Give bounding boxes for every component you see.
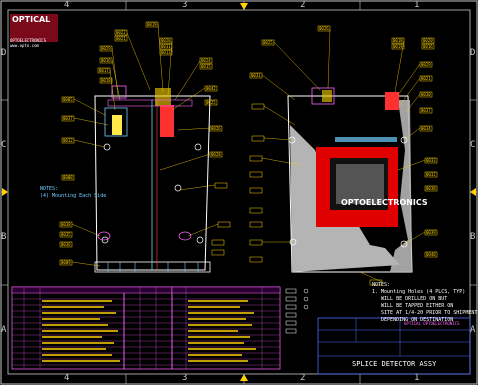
callout-label: 0037: [63, 116, 73, 121]
logo-subtitle: OPTOELECTRONICS: [10, 38, 47, 43]
grid-right-d: D: [470, 48, 476, 58]
grid-bottom-2: 2: [300, 373, 306, 383]
parts-list-right: [171, 286, 281, 370]
callout-label: 0029: [421, 62, 431, 67]
logo-brand: OPTICAL: [12, 15, 51, 24]
callout-label: 0031: [161, 44, 171, 49]
callout-label: 0019: [393, 44, 403, 49]
callout-label: 0008: [63, 175, 73, 180]
callout-label: 0021: [421, 76, 431, 81]
callout-label: 0021: [116, 36, 126, 41]
logo-url: www.opto.com: [10, 43, 39, 48]
callout-label: 0039: [426, 230, 436, 235]
parts-list-left: [11, 286, 173, 370]
grid-left-d: D: [1, 48, 7, 58]
drawing-title: SPLICE DETECTOR ASSY: [352, 360, 437, 368]
symbol-column: [285, 288, 309, 334]
callout-label: 0009: [61, 260, 71, 265]
callout-label: 0026: [211, 126, 221, 131]
board-label: OPTOELECTRONICS: [341, 198, 428, 207]
callout-label: 0020: [161, 38, 171, 43]
callout-label: 0022: [116, 30, 126, 35]
grid-right-a: A: [470, 325, 476, 335]
grid-top-2: 2: [300, 0, 306, 10]
callout-label: 0036: [61, 242, 71, 247]
callout-label: 0015: [201, 64, 211, 69]
grid-right-b: B: [470, 232, 476, 242]
callout-label: 0031: [251, 73, 261, 78]
callout-label: 0035: [61, 232, 71, 237]
callout-label: 0026: [319, 26, 329, 31]
left-callouts: [59, 21, 231, 266]
callout-label: 0025: [206, 100, 216, 105]
callout-label: 0034: [421, 126, 431, 131]
grid-right-c: C: [470, 140, 476, 150]
callout-label: 0016: [101, 58, 111, 63]
callout-label: 0028: [211, 152, 221, 157]
left-assembly-view: [94, 85, 211, 273]
callout-label: 0029: [101, 46, 111, 51]
grid-top-1: 1: [414, 0, 420, 10]
grid-top-4: 4: [64, 0, 70, 10]
grid-left-b: B: [1, 232, 7, 242]
callout-label: 0037: [421, 108, 431, 113]
callout-label: 0018: [393, 38, 403, 43]
company-logo: OPTICAL: [10, 14, 58, 42]
title-block-company: OPTICAL OPTOELECTRONICS: [404, 321, 460, 326]
callout-label: 0033: [426, 158, 436, 163]
callout-label: 0013: [161, 50, 171, 55]
grid-bottom-4: 4: [64, 373, 70, 383]
title-block: [317, 317, 471, 375]
callout-label: 0024: [201, 58, 211, 63]
callout-label: 0032: [426, 172, 436, 177]
callout-label: 0038: [61, 222, 71, 227]
callout-label: 0016: [423, 44, 433, 49]
callout-label: 0020: [423, 38, 433, 43]
grid-left-c: C: [1, 140, 7, 150]
notes-left: NOTES: (4) Mounting Each Side: [40, 186, 107, 199]
callout-label: 0025: [263, 40, 273, 45]
grid-bottom-1: 1: [414, 373, 420, 383]
grid-bottom-3: 3: [182, 373, 188, 383]
right-assembly-view: OPTOELECTRONICS: [287, 87, 428, 273]
callout-label: 0012: [63, 138, 73, 143]
callout-label: 0040: [426, 252, 436, 257]
grid-top-3: 3: [182, 0, 188, 10]
callout-label: 0042: [206, 86, 216, 91]
right-callouts: [249, 25, 438, 286]
callout-label: 0005: [63, 97, 73, 102]
callout-label: 0017: [99, 68, 109, 73]
callout-label: 0030: [421, 92, 431, 97]
grid-left-a: A: [1, 325, 7, 335]
callout-label: 0019: [147, 22, 157, 27]
callout-label: 0038: [426, 186, 436, 191]
callout-label: 0018: [101, 78, 111, 83]
notes-right: NOTES: 1. Mounting Holes (4 PLCS, TYP) W…: [372, 282, 478, 323]
